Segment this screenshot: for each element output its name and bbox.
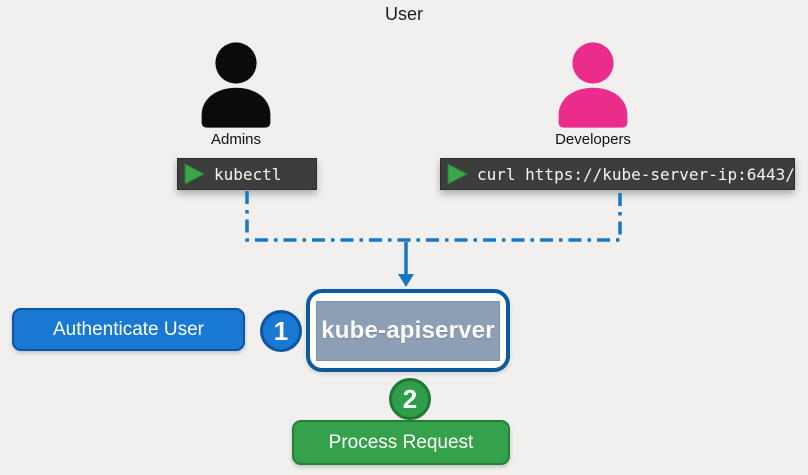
- authenticate-user-button: Authenticate User: [12, 308, 245, 351]
- person-icon: [201, 42, 271, 128]
- play-icon: [445, 162, 469, 186]
- curl-command: curl https://kube-server-ip:6443/: [477, 164, 795, 184]
- admins-label: Admins: [210, 131, 262, 148]
- user-group-developers: Developers: [545, 41, 641, 148]
- developers-label: Developers: [555, 131, 631, 148]
- arrow-head-icon: [398, 274, 414, 287]
- kube-apiserver-box: kube-apiserver: [306, 289, 510, 372]
- dash-dot-connector: [245, 191, 622, 242]
- kube-apiserver-label: kube-apiserver: [316, 300, 500, 361]
- step-2-badge: 2: [389, 378, 431, 420]
- kubectl-terminal: kubectl: [177, 158, 317, 190]
- process-request-button: Process Request: [292, 420, 510, 465]
- diagram-title: User: [384, 4, 423, 24]
- person-icon: [558, 42, 628, 128]
- user-group-admins: Admins: [188, 41, 284, 148]
- step-1-badge: 1: [260, 310, 302, 352]
- kubectl-command: kubectl: [214, 164, 282, 184]
- curl-terminal: curl https://kube-server-ip:6443/: [440, 158, 795, 190]
- play-icon: [182, 162, 206, 186]
